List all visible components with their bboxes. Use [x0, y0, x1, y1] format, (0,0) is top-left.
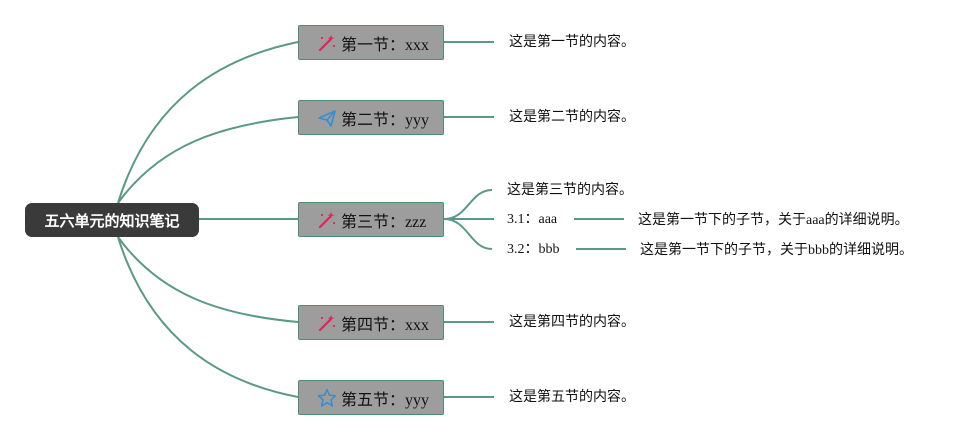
connector-root-topic-4 — [117, 236, 299, 323]
connector-topic-3-note — [443, 189, 493, 220]
topic-4[interactable]: 第四节：xxx — [298, 305, 444, 340]
wand-icon — [317, 33, 337, 53]
wand-icon — [317, 313, 337, 333]
topic-2-label: 第二节：yyy — [341, 111, 430, 129]
topic-2-note: 这是第二节的内容。 — [509, 110, 635, 125]
connector-root-topic-1 — [117, 41, 299, 204]
connector-root-topic-5 — [117, 236, 299, 398]
topic-1[interactable]: 第一节：xxx — [298, 25, 444, 60]
paper-plane-icon — [317, 108, 337, 128]
subtopic-3-2-label[interactable]: 3.2：bbb — [507, 242, 560, 257]
topic-5-label: 第五节：yyy — [341, 391, 430, 409]
root-topic[interactable]: 五六单元的知识笔记 — [25, 203, 199, 237]
topic-3-note: 这是第三节的内容。 — [507, 183, 633, 198]
topic-5-note: 这是第五节的内容。 — [509, 390, 635, 405]
star-icon — [317, 388, 337, 408]
subtopic-3-1-label[interactable]: 3.1：aaa — [507, 212, 558, 227]
topic-1-note: 这是第一节的内容。 — [509, 35, 635, 50]
topic-3[interactable]: 第三节：zzz — [298, 202, 444, 237]
subtopic-3-2-note: 这是第一节下的子节，关于bbb的详细说明。 — [640, 243, 913, 258]
topic-3-label: 第三节：zzz — [341, 213, 427, 231]
wand-icon — [317, 210, 337, 230]
topic-1-label: 第一节：xxx — [341, 36, 430, 54]
topic-2[interactable]: 第二节：yyy — [298, 100, 444, 135]
subtopic-3-1-note: 这是第一节下的子节，关于aaa的详细说明。 — [638, 213, 909, 228]
topic-4-label: 第四节：xxx — [341, 316, 430, 334]
root-topic-label: 五六单元的知识笔记 — [44, 211, 180, 230]
connector-root-topic-2 — [117, 116, 299, 204]
topic-5[interactable]: 第五节：yyy — [298, 380, 444, 415]
topic-4-note: 这是第四节的内容。 — [509, 315, 635, 330]
connector-topic-3-sub-2 — [443, 218, 493, 250]
